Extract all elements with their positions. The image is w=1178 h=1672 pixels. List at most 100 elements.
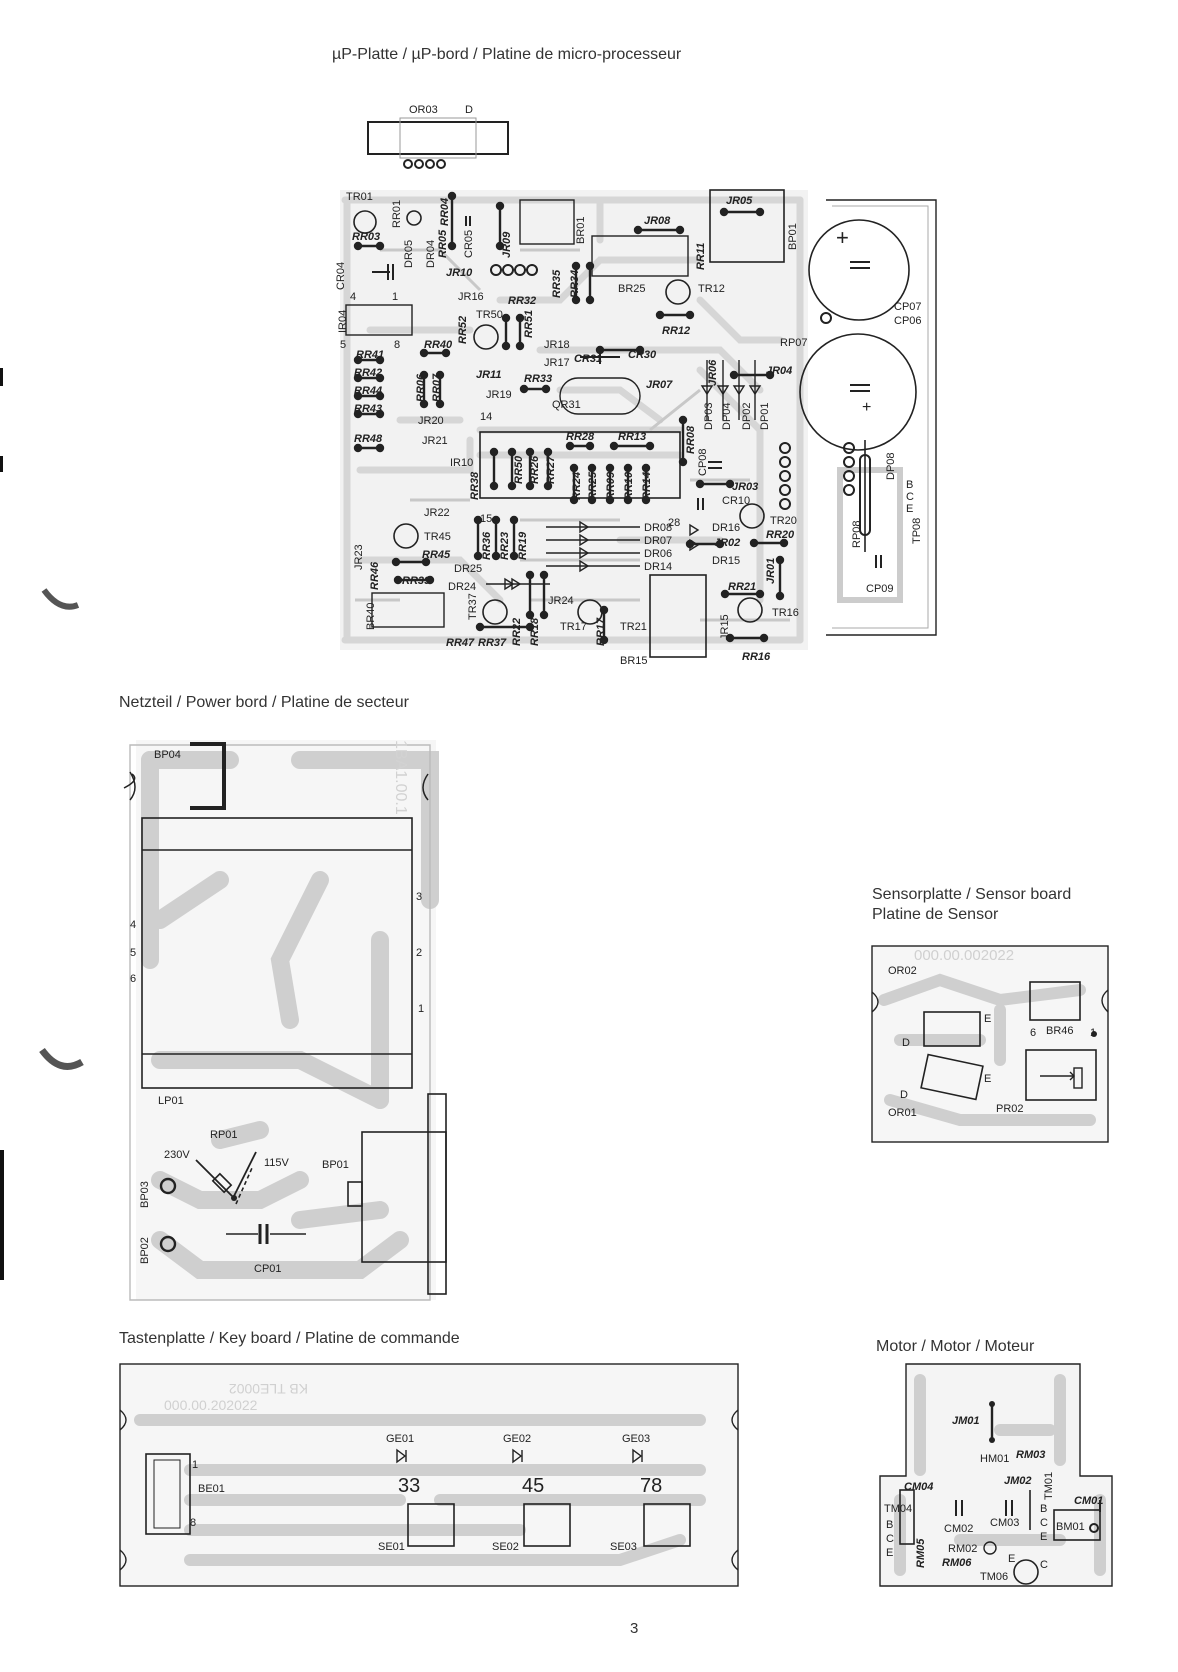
key-board-caption: Tastenplatte / Key board / Platine de co… — [119, 1330, 460, 1347]
label-cp01: CP01 — [254, 1263, 282, 1275]
connector-br15 — [649, 574, 707, 658]
label-rr40: RR40 — [424, 339, 453, 351]
label-e-left: E — [886, 1547, 893, 1559]
label-ir10: IR10 — [450, 457, 473, 469]
label-pin4: 4 — [130, 919, 136, 931]
sensor-board-caption-line2: Platine de Sensor — [872, 906, 999, 923]
label-rr33: RR33 — [524, 373, 552, 385]
label-br46: BR46 — [1046, 1025, 1074, 1037]
label-dr04: DR04 — [425, 240, 437, 268]
label-rr08: RR08 — [685, 425, 697, 454]
label-jr03: JR03 — [732, 481, 758, 493]
label-jr15: JR15 — [719, 614, 731, 640]
label-cm03: CM03 — [990, 1517, 1019, 1529]
label-jr24: JR24 — [548, 595, 574, 607]
label-ge01: GE01 — [386, 1433, 414, 1445]
label-d-upper: D — [902, 1037, 910, 1049]
label-jr19: JR19 — [486, 389, 512, 401]
label-pin5: 5 — [340, 339, 346, 351]
label-rr47: RR47 — [446, 637, 475, 649]
label-rr28: RR28 — [566, 431, 595, 443]
label-rr14: RR14 — [641, 472, 653, 500]
label-rr38: RR38 — [469, 471, 481, 500]
label-pin6: 6 — [130, 973, 136, 985]
label-rp07: RP07 — [780, 337, 808, 349]
label-pin15: 15 — [480, 513, 492, 525]
label-rr25: RR25 — [587, 471, 599, 500]
sensor-board-caption-line1: Sensorplatte / Sensor board — [872, 886, 1072, 903]
label-bm01: BM01 — [1056, 1521, 1085, 1533]
label-rr52: RR52 — [457, 316, 469, 344]
label-rr17: RR17 — [595, 617, 607, 646]
label-rr16: RR16 — [742, 651, 771, 663]
label-rr51: RR51 — [523, 310, 535, 338]
label-rr26: RR26 — [529, 455, 541, 484]
label-cm04: CM04 — [904, 1481, 933, 1493]
label-ge03: GE03 — [622, 1433, 650, 1445]
label-bp02: BP02 — [139, 1237, 151, 1264]
label-jr17: JR17 — [544, 357, 570, 369]
label-cp08: CP08 — [697, 448, 709, 476]
capacitor-cp06 — [799, 333, 917, 451]
label-rr41: RR41 — [356, 349, 384, 361]
label-jr08: JR08 — [644, 215, 671, 227]
label-rr05: RR05 — [437, 229, 449, 258]
label-rr36: RR36 — [481, 531, 493, 560]
label-or02: OR02 — [888, 965, 917, 977]
label-tr37: TR37 — [467, 593, 479, 620]
label-rr10: RR10 — [623, 471, 635, 500]
label-be01: BE01 — [198, 1483, 225, 1495]
label-rr23: RR23 — [499, 532, 511, 560]
label-jm02: JM02 — [1004, 1475, 1032, 1487]
svg-text:+: + — [862, 399, 871, 416]
label-b-left: B — [886, 1519, 893, 1531]
label-bp01: BP01 — [322, 1159, 349, 1171]
label-dr07: DR07 — [644, 535, 672, 547]
motor-board: JM01 HM01 RM03 CM04 JM02 TM01 CM01 TM04 … — [879, 1363, 1113, 1587]
label-rr22: RR22 — [511, 618, 523, 646]
label-rr21: RR21 — [728, 581, 756, 593]
label-cp09: CP09 — [866, 583, 894, 595]
label-rr12: RR12 — [662, 325, 690, 337]
label-dp04: DP04 — [721, 402, 733, 430]
label-jr04: JR04 — [766, 365, 792, 377]
label-bp01: BP01 — [787, 223, 799, 250]
label-c: C — [906, 491, 914, 503]
label-jr11: JR11 — [476, 369, 501, 381]
label-rr04: RR04 — [439, 198, 451, 226]
label-cp07: CP07 — [894, 301, 922, 313]
label-jr06: JR06 — [707, 359, 719, 386]
label-rr20: RR20 — [766, 529, 795, 541]
label-br25: BR25 — [618, 283, 646, 295]
label-rr35: RR35 — [551, 269, 563, 298]
label-cr30: CR30 — [628, 349, 657, 361]
silkscreen-sensor: 000.00.002022 — [914, 947, 1014, 964]
label-pin4: 4 — [350, 291, 356, 303]
label-dr25: DR25 — [454, 563, 482, 575]
label-dr08: DR08 — [644, 522, 672, 534]
label-230v: 230V — [164, 1149, 190, 1161]
label-pin28: 28 — [668, 517, 680, 529]
binding-mark-top — [0, 368, 3, 386]
label-rr18: RR18 — [529, 617, 541, 646]
label-lp01: LP01 — [158, 1095, 184, 1107]
label-rr19: RR19 — [517, 531, 529, 560]
label-b-right: B — [1040, 1503, 1047, 1515]
label-rr39: RR39 — [402, 575, 431, 587]
label-jr10: JR10 — [446, 267, 473, 279]
label-b: B — [906, 479, 913, 491]
label-rm06: RM06 — [942, 1557, 972, 1569]
label-e-right: E — [1040, 1531, 1047, 1543]
label-rr48: RR48 — [354, 433, 383, 445]
display-pins — [403, 159, 446, 169]
label-ge02: GE02 — [503, 1433, 531, 1445]
label-jr20: JR20 — [418, 415, 444, 427]
label-rp01: RP01 — [210, 1129, 238, 1141]
label-rr01: RR01 — [391, 200, 403, 228]
power-board-caption: Netzteil / Power bord / Platine de secte… — [119, 694, 409, 711]
label-dr16: DR16 — [712, 522, 740, 534]
label-bp04: BP04 — [154, 749, 181, 761]
label-dr05: DR05 — [403, 240, 415, 268]
label-qr31: QR31 — [552, 399, 581, 411]
label-jr09: JR09 — [501, 231, 513, 258]
